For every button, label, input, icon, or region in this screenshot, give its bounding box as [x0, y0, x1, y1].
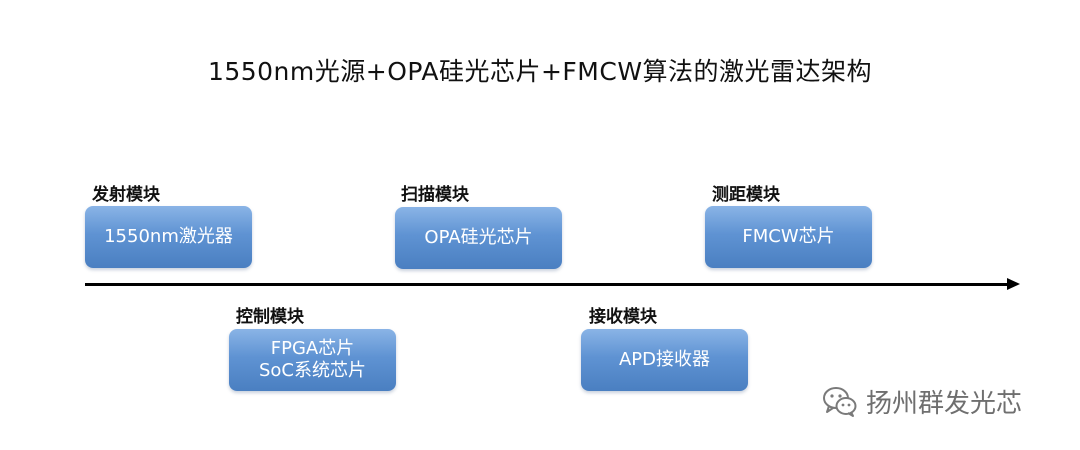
control-box-line1: FPGA芯片 [270, 338, 355, 360]
axis-arrowhead [1007, 278, 1020, 290]
ranging-module-label: 测距模块 [712, 185, 780, 205]
receive-module-label: 接收模块 [589, 307, 657, 327]
control-module-label: 控制模块 [236, 307, 304, 327]
watermark: 扬州群发光芯 [822, 383, 1022, 420]
control-box-line2: SoC系统芯片 [258, 360, 366, 381]
control-module-box: FPGA芯片 SoC系统芯片 [229, 329, 396, 391]
ranging-module-box: FMCW芯片 [705, 206, 872, 268]
watermark-text: 扬州群发光芯 [866, 389, 1023, 419]
diagram-title: 1550nm光源+OPA硅光芯片+FMCW算法的激光雷达架构 [207, 57, 873, 86]
transmit-module-label: 发射模块 [92, 185, 160, 205]
transmit-box-text: 1550nm激光器 [104, 226, 233, 248]
scan-box-text: OPA硅光芯片 [424, 227, 533, 249]
scan-module-box: OPA硅光芯片 [395, 207, 562, 269]
timeline-axis [85, 283, 1010, 286]
receive-module-box: APD接收器 [581, 329, 748, 391]
receive-box-text: APD接收器 [618, 349, 711, 371]
scan-module-label: 扫描模块 [401, 185, 469, 205]
transmit-module-box: 1550nm激光器 [85, 206, 252, 268]
wechat-icon [823, 386, 857, 417]
ranging-box-text: FMCW芯片 [742, 226, 835, 248]
